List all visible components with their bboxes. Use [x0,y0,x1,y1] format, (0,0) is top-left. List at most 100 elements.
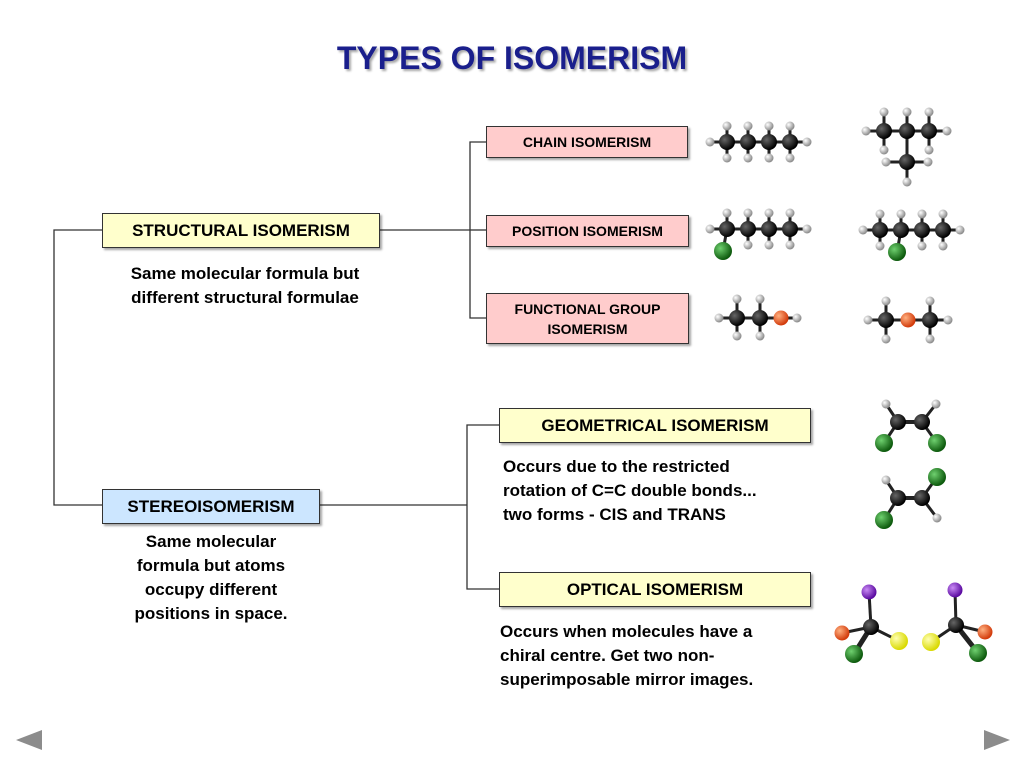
hydrogen-atom [802,137,812,147]
structural-desc-line2: different structural formulae [131,288,359,307]
hydrogen-atom [938,241,948,251]
hydrogen-atom [875,241,885,251]
chlorine-atom [928,468,946,486]
position-isomerism-box[interactable]: POSITION ISOMERISM [486,215,689,247]
stereoisomerism-label: STEREOISOMERISM [127,496,295,516]
stereo-desc-line2: formula but atoms [136,556,286,575]
hydrogen-atom [917,241,927,251]
hydrogen-atom [785,208,795,218]
hydrogen-atom [792,313,802,323]
substituent-atom [922,633,940,651]
carbon-atom [890,490,906,506]
hydrogen-atom [924,145,934,155]
carbon-atom [761,134,777,150]
hydrogen-atom [875,209,885,219]
carbon-atom [922,312,938,328]
hydrogen-atom [722,121,732,131]
geometrical-desc-line2: rotation of C=C double bonds... [503,481,757,500]
hydrogen-atom [917,209,927,219]
optical-isomerism-label: OPTICAL ISOMERISM [566,579,744,599]
previous-slide-icon[interactable] [14,728,44,752]
stereo-desc-line3: occupy different [144,580,278,599]
chain-isomerism-label: CHAIN ISOMERISM [522,134,652,150]
carbon-atom [719,221,735,237]
hydrogen-atom [755,294,765,304]
functional-group-label-line1: FUNCTIONAL GROUP [514,300,661,317]
carbon-atom [782,221,798,237]
carbon-atom [899,154,915,170]
hydrogen-atom [902,107,912,117]
hydrogen-atom [863,315,873,325]
hydrogen-atom [924,107,934,117]
hydrogen-atom [743,153,753,163]
oxygen-atom [900,312,916,328]
next-slide-icon[interactable] [982,728,1012,752]
hydrogen-atom [714,313,724,323]
optical-desc-line2: chiral centre. Get two non- [500,646,715,665]
carbon-atom [872,222,888,238]
chlorine-atom [875,434,893,452]
optical-isomerism-box[interactable]: OPTICAL ISOMERISM [499,572,811,607]
hydrogen-atom [943,315,953,325]
carbon-atom [876,123,892,139]
hydrogen-atom [881,157,891,167]
optical-description: Occurs when molecules have a chiral cent… [500,620,820,692]
optical-desc-line3: superimposable mirror images. [500,670,754,689]
substituent-atom [890,632,908,650]
hydrogen-atom [785,153,795,163]
chlorine-atom [714,242,732,260]
hydrogen-atom [705,137,715,147]
butane-molecule [705,121,812,163]
geometrical-desc-line1: Occurs due to the restricted [503,457,730,476]
chain-isomerism-box[interactable]: CHAIN ISOMERISM [486,126,688,158]
stereo-desc-line4: positions in space. [134,604,288,623]
hydrogen-atom [743,240,753,250]
hydrogen-atom [881,334,891,344]
hydrogen-atom [764,240,774,250]
hydrogen-atom [879,107,889,117]
geometrical-desc-line3: two forms - CIS and TRANS [503,505,726,524]
hydrogen-atom [932,513,942,523]
iodine-atom [861,584,877,600]
hydrogen-atom [955,225,965,235]
hydrogen-atom [942,126,952,136]
carbon-atom [935,222,951,238]
hydrogen-atom [923,157,933,167]
carbon-atom [948,617,964,633]
carbon-atom [729,310,745,326]
chlorine-atom [969,644,987,662]
functional-group-isomerism-box[interactable]: FUNCTIONAL GROUP ISOMERISM [486,293,689,344]
carbon-atom [740,221,756,237]
structural-isomerism-box[interactable]: STRUCTURAL ISOMERISM [102,213,380,248]
hydrogen-atom [802,224,812,234]
stereoisomerism-box[interactable]: STEREOISOMERISM [102,489,320,524]
trans-dichloroethene-molecule [875,468,946,529]
carbon-atom [890,414,906,430]
hydrogen-atom [938,209,948,219]
ethanol-molecule [714,294,802,341]
carbon-atom [752,310,768,326]
hydrogen-atom [732,294,742,304]
hydrogen-atom [931,399,941,409]
cis-dichloroethene-molecule [875,399,946,452]
structural-description: Same molecular formula but different str… [105,262,385,310]
geometrical-isomerism-box[interactable]: GEOMETRICAL ISOMERISM [499,408,811,443]
carbon-atom [899,123,915,139]
oxygen-atom [834,625,850,641]
hydrogen-atom [785,240,795,250]
carbon-atom [914,490,930,506]
hydrogen-atom [785,121,795,131]
geometrical-description: Occurs due to the restricted rotation of… [503,455,823,527]
slide-title: TYPES OF ISOMERISM [336,40,688,76]
carbon-atom [914,414,930,430]
hydrogen-atom [764,153,774,163]
carbon-atom [761,221,777,237]
hydrogen-atom [879,145,889,155]
carbon-atom [740,134,756,150]
stereo-description: Same molecular formula but atoms occupy … [102,530,320,626]
hydrogen-atom [732,331,742,341]
optical-desc-line1: Occurs when molecules have a [500,622,753,641]
hydrogen-atom [755,331,765,341]
